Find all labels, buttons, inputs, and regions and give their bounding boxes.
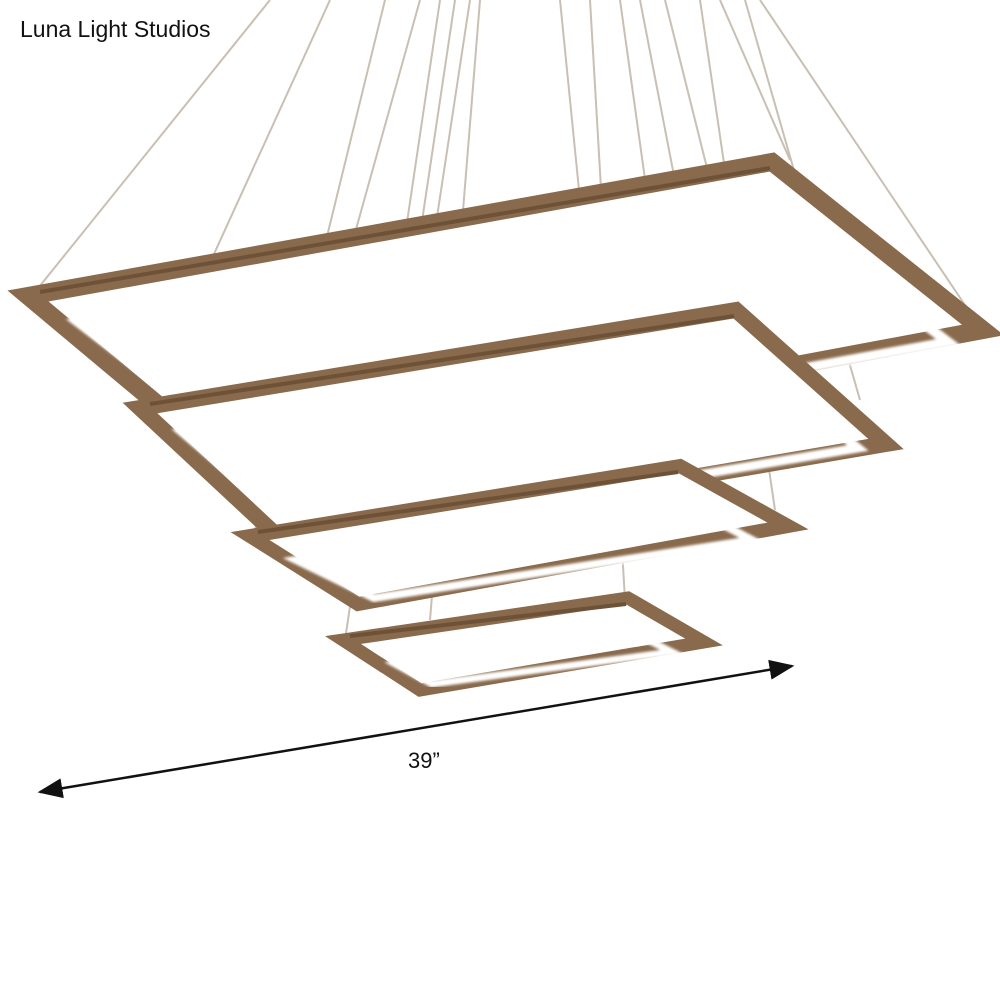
frame-tier-2 bbox=[122, 301, 904, 555]
width-dimension-label: 39” bbox=[408, 748, 440, 773]
frame-tier-3 bbox=[230, 458, 809, 612]
dimension-arrow bbox=[37, 659, 795, 799]
frame-tier-4 bbox=[325, 591, 723, 697]
brand-watermark: Luna Light Studios bbox=[20, 16, 211, 42]
